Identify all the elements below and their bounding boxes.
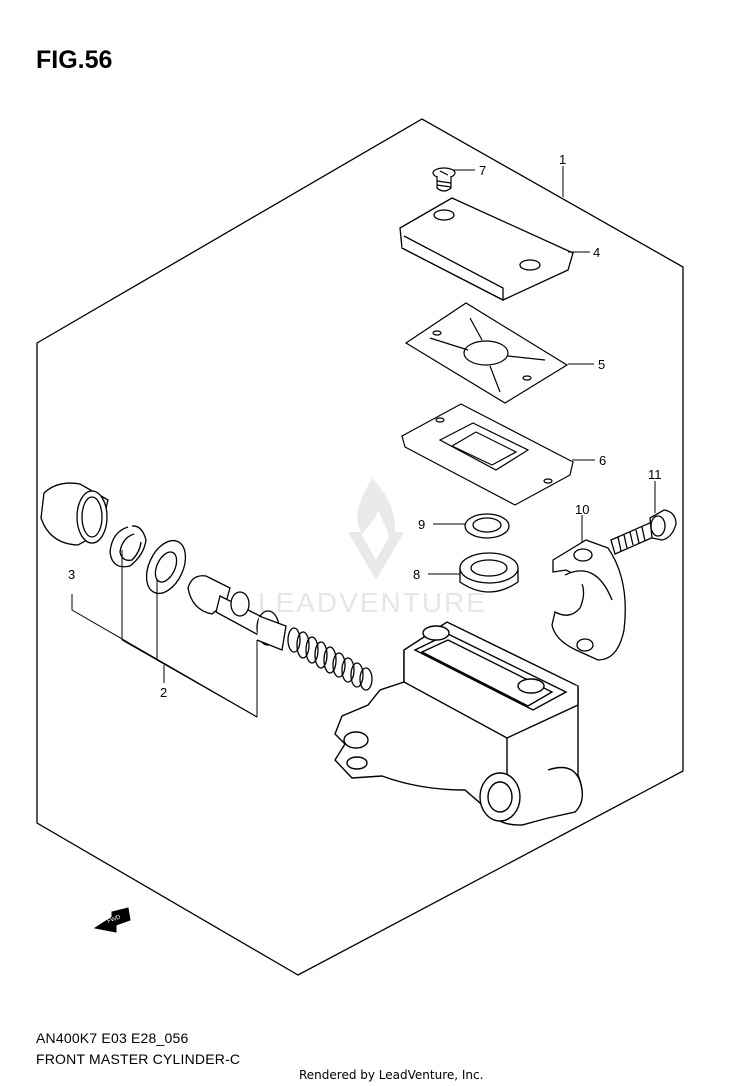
figure-title: FIG.56 bbox=[36, 46, 113, 74]
callout-9: 9 bbox=[418, 517, 425, 532]
exploded-view-frame bbox=[36, 118, 684, 976]
part-7-screw bbox=[432, 167, 456, 192]
part-piston bbox=[187, 575, 287, 651]
callout-6: 6 bbox=[599, 453, 606, 468]
part-9-oring bbox=[464, 513, 510, 539]
callout-3: 3 bbox=[68, 567, 75, 582]
part-3-piston-boot bbox=[40, 482, 109, 546]
callout-5: 5 bbox=[598, 357, 605, 372]
part-6-diaphragm bbox=[400, 403, 575, 506]
part-circlip bbox=[109, 525, 147, 568]
watermark-text: LEADVENTURE bbox=[258, 587, 487, 618]
figure-caption: FRONT MASTER CYLINDER-C bbox=[36, 1051, 241, 1067]
callout-4: 4 bbox=[593, 245, 600, 260]
part-5-diaphragm-plate bbox=[404, 302, 569, 404]
figure-code: AN400K7 E03 E28_056 bbox=[36, 1030, 189, 1046]
part-8-bushing bbox=[459, 552, 519, 593]
leader-lines bbox=[71, 166, 656, 718]
part-11-bolt bbox=[610, 509, 677, 555]
part-10-clamp bbox=[551, 539, 626, 661]
fwd-direction-arrow: FWD bbox=[93, 907, 131, 933]
callout-1: 1 bbox=[559, 152, 566, 167]
callout-11: 11 bbox=[648, 467, 662, 482]
callout-8: 8 bbox=[413, 567, 420, 582]
part-washer bbox=[145, 539, 187, 595]
fwd-label: FWD bbox=[107, 914, 123, 925]
leadventure-watermark: LEADVENTURE bbox=[258, 478, 487, 618]
part-4-reservoir-cap bbox=[399, 197, 574, 302]
master-cylinder-body bbox=[334, 621, 583, 826]
rendered-by-credit: Rendered by LeadVenture, Inc. bbox=[299, 1068, 484, 1082]
callout-2: 2 bbox=[160, 685, 167, 700]
callout-7: 7 bbox=[479, 163, 486, 178]
callout-10: 10 bbox=[575, 502, 589, 517]
part-spring bbox=[287, 627, 373, 691]
